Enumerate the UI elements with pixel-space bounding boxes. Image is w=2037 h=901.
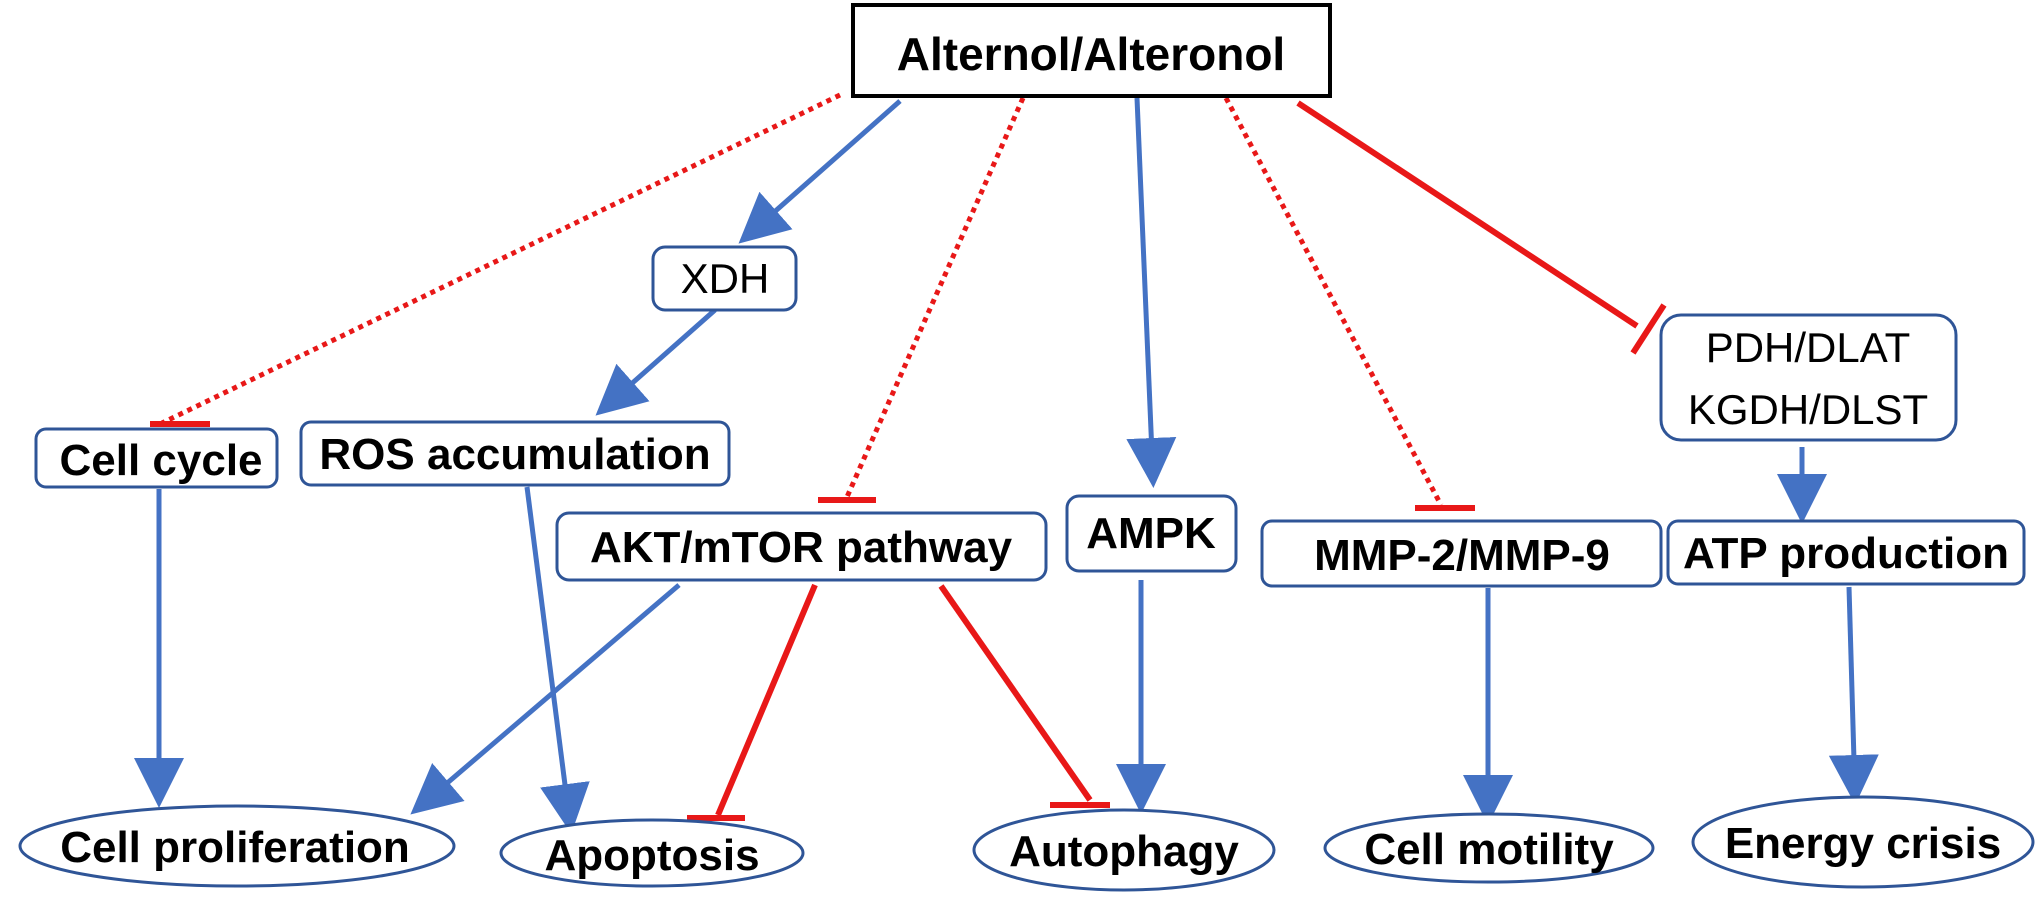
node-cell-cycle: Cell cycle <box>34 427 279 489</box>
node-apoptosis-label: Apoptosis <box>544 831 759 880</box>
edge-akt-to-apoptosis <box>715 583 818 817</box>
node-alternol-box <box>851 3 1332 98</box>
node-atp: ATP production <box>1666 519 2026 586</box>
node-mmp-box <box>1260 519 1663 588</box>
node-autophagy-ellipse <box>972 808 1276 892</box>
edge-top-to-akt <box>844 96 1026 499</box>
node-apoptosis-ellipse <box>499 818 805 888</box>
node-ros: ROS accumulation <box>299 420 731 487</box>
edge-ros-to-apoptosis <box>524 486 590 834</box>
node-motility: Cell motility <box>1323 812 1655 884</box>
node-pdh-label-line1: PDH/DLAT <box>1706 324 1911 371</box>
node-energy: Energy crisis <box>1691 795 2035 889</box>
node-proliferation-label: Cell proliferation <box>60 823 410 872</box>
node-ampk-box <box>1065 494 1238 573</box>
node-energy-ellipse <box>1691 795 2035 889</box>
edges <box>134 92 1879 834</box>
node-ampk: AMPK <box>1065 494 1238 573</box>
node-autophagy: Autophagy <box>972 808 1276 892</box>
edge-atp-to-energy <box>1828 586 1879 805</box>
node-mmp: MMP-2/MMP-9 <box>1260 519 1663 588</box>
node-akt-box <box>555 511 1048 582</box>
node-energy-label: Energy crisis <box>1725 819 2001 868</box>
inhibit-bar-pdh <box>1630 303 1667 355</box>
node-autophagy-label: Autophagy <box>1009 827 1239 876</box>
node-cell-cycle-box <box>34 427 279 489</box>
node-motility-label: Cell motility <box>1364 825 1614 874</box>
node-proliferation: Cell proliferation <box>18 804 456 888</box>
node-ros-box <box>299 420 731 487</box>
node-atp-box <box>1666 519 2026 586</box>
edge-xdh-to-ros <box>595 308 717 416</box>
node-mmp-label: MMP-2/MMP-9 <box>1314 531 1610 580</box>
node-alternol: Alternol/Alteronol <box>851 3 1332 98</box>
node-motility-ellipse <box>1323 812 1655 884</box>
node-akt: AKT/mTOR pathway <box>555 511 1048 582</box>
node-ampk-label: AMPK <box>1086 509 1216 558</box>
node-alternol-label: Alternol/Alteronol <box>897 28 1285 80</box>
edge-akt-to-autophagy <box>938 584 1093 802</box>
node-xdh: XDH <box>651 245 798 312</box>
node-pdh: PDH/DLAT KGDH/DLST <box>1659 313 1958 442</box>
node-proliferation-ellipse <box>18 804 456 888</box>
edge-top-to-pdh <box>1296 100 1639 329</box>
node-xdh-label: XDH <box>681 255 770 302</box>
node-pdh-box <box>1659 313 1958 442</box>
edge-top-to-xdh <box>738 99 902 244</box>
edge-top-to-mmp <box>1223 96 1444 507</box>
node-xdh-box <box>651 245 798 312</box>
node-cell-cycle-label: Cell cycle <box>59 436 262 485</box>
node-atp-label: ATP production <box>1683 529 2009 578</box>
edge-akt-to-proliferation <box>410 583 681 815</box>
edge-top-to-ampk <box>1126 97 1177 488</box>
node-apoptosis: Apoptosis <box>499 818 805 888</box>
node-ros-label: ROS accumulation <box>319 430 710 479</box>
node-akt-label: AKT/mTOR pathway <box>590 523 1013 572</box>
node-pdh-label-line2: KGDH/DLST <box>1688 386 1928 433</box>
